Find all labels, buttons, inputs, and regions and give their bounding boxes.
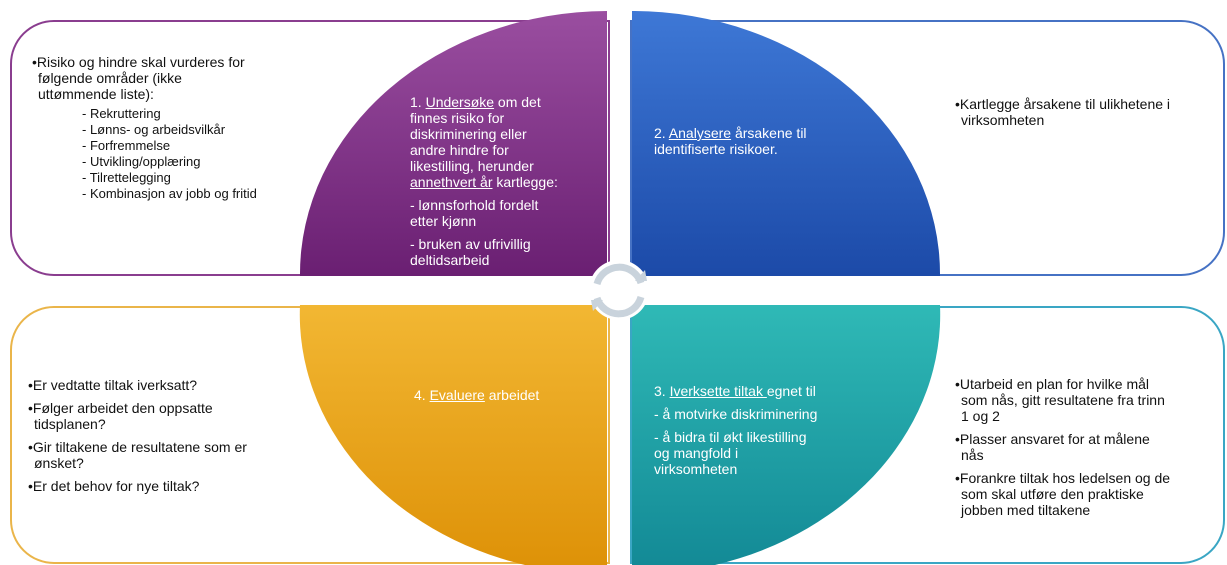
list-item: - Kombinasjon av jobb og fritid xyxy=(82,186,257,201)
panel-bottom-right-text: •Utarbeid en plan for hvilke mål som nås… xyxy=(955,376,1171,518)
quadrant-2-text: 2. Analysere årsakene til identifiserte … xyxy=(654,125,807,157)
list-item: - Rekruttering xyxy=(82,106,161,121)
panel-bottom-left-text: •Er vedtatte tiltak iverksatt? •Følger a… xyxy=(28,377,247,494)
list-item: - Tilrettelegging xyxy=(82,170,171,185)
quadrant-3-shape xyxy=(632,305,941,565)
list-item: - Forfremmelse xyxy=(82,138,171,153)
annethvert-ar-link[interactable]: annethvert år xyxy=(410,174,493,190)
panel-top-left-text: •Risiko og hindre skal vurderes for følg… xyxy=(32,54,302,202)
panel-top-right-text: •Kartlegge årsakene til ulikhetene i vir… xyxy=(955,96,1171,128)
quadrant-4-text: 4. Evaluere arbeidet xyxy=(414,387,540,403)
list-item: - Lønns- og arbeidsvilkår xyxy=(82,122,226,137)
quadrant-4-shape xyxy=(299,305,607,565)
quadrant-2-shape xyxy=(632,11,941,276)
quadrant-1-shape xyxy=(299,11,607,276)
undersoke-link[interactable]: Undersøke xyxy=(425,94,495,110)
quadrant-3-text: 3. Iverksette tiltak egnet til - å motvi… xyxy=(654,383,818,477)
analysere-link[interactable]: Analysere xyxy=(668,125,732,141)
circular-arrows-icon xyxy=(589,260,649,320)
iverksette-tiltak-link[interactable]: Iverksette tiltak xyxy=(669,383,767,399)
list-item: - Utvikling/opplæring xyxy=(82,154,201,169)
quadrant-1-text: 1. Undersøke om det finnes risiko for di… xyxy=(410,94,558,268)
evaluere-link[interactable]: Evaluere xyxy=(429,387,485,403)
